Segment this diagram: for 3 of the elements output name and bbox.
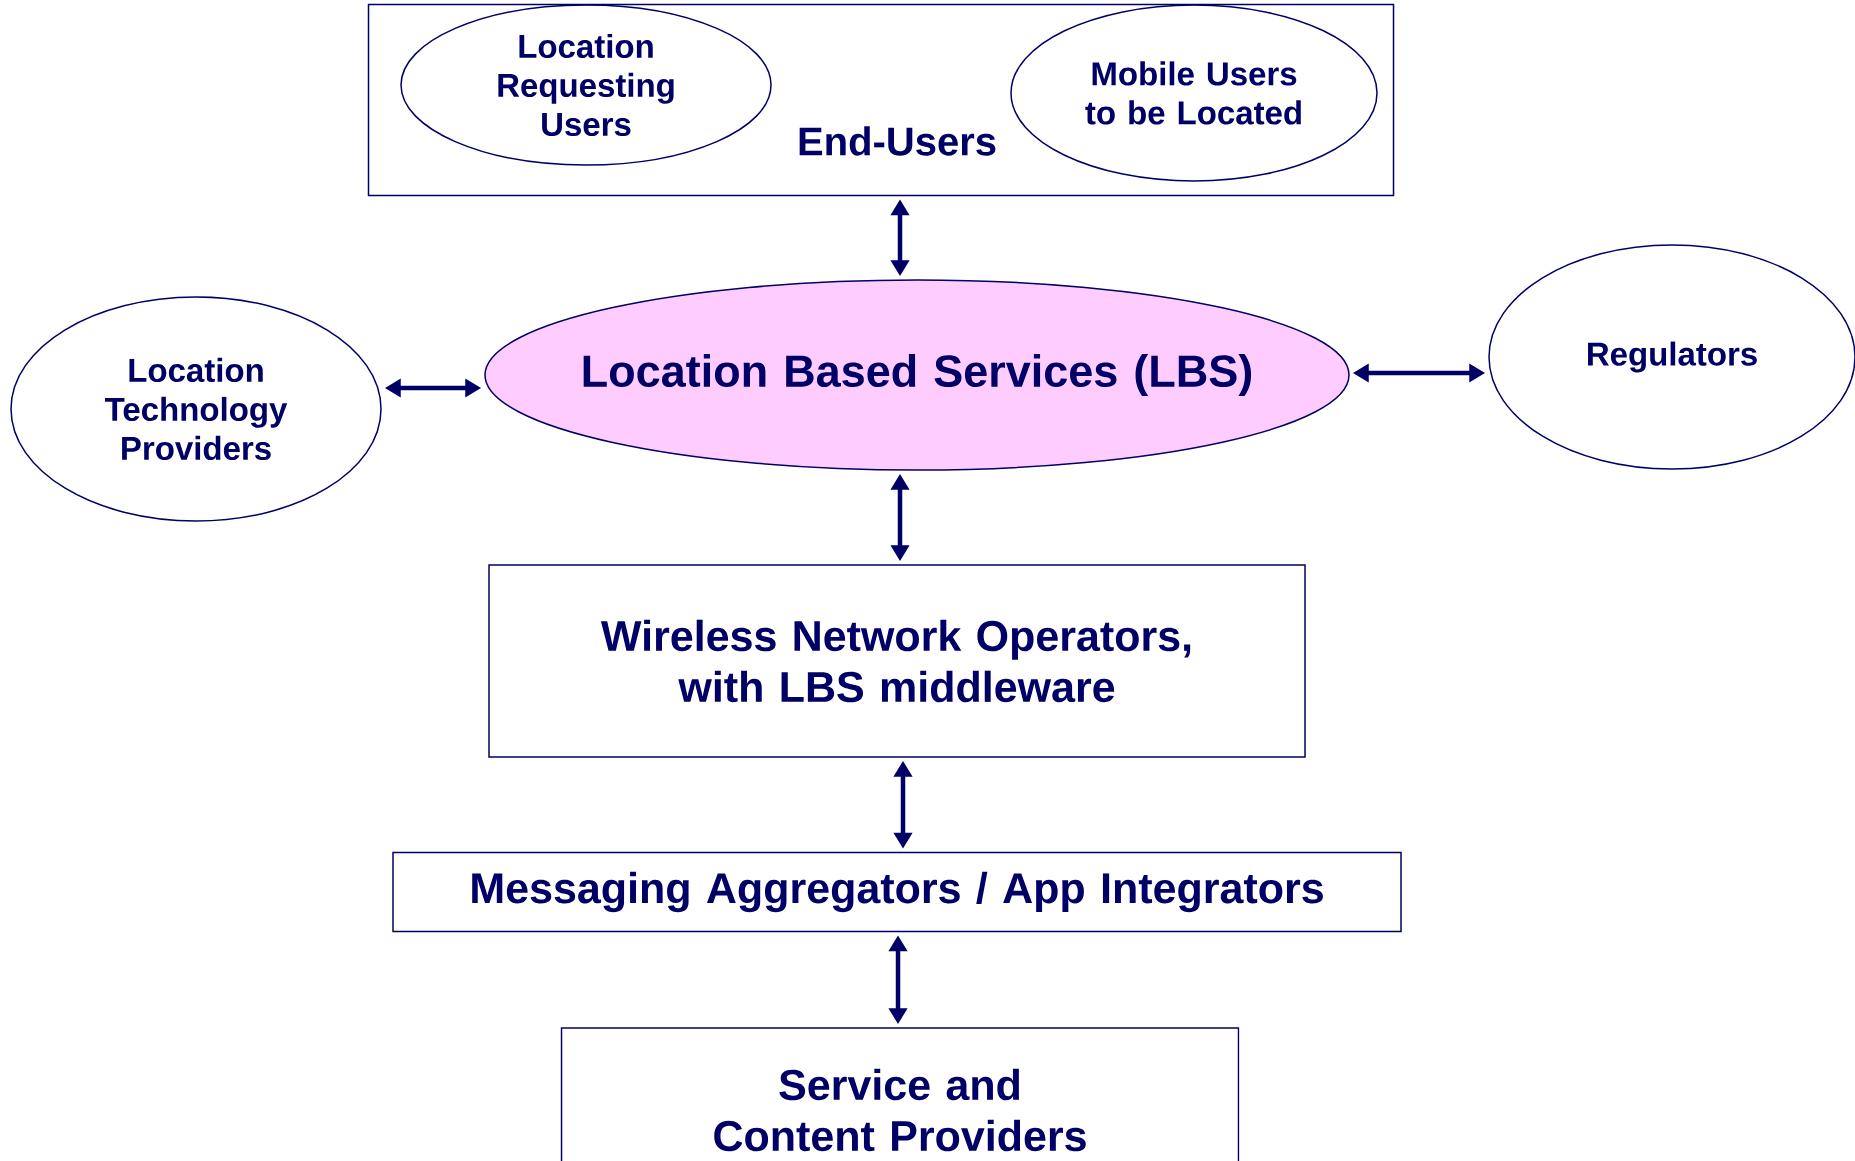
process-box: Messaging Aggregators / App Integrators bbox=[392, 851, 1402, 933]
process-box: Service and Content Providers bbox=[560, 1027, 1240, 1161]
process-box: Wireless Network Operators, with LBS middleware bbox=[488, 564, 1306, 758]
